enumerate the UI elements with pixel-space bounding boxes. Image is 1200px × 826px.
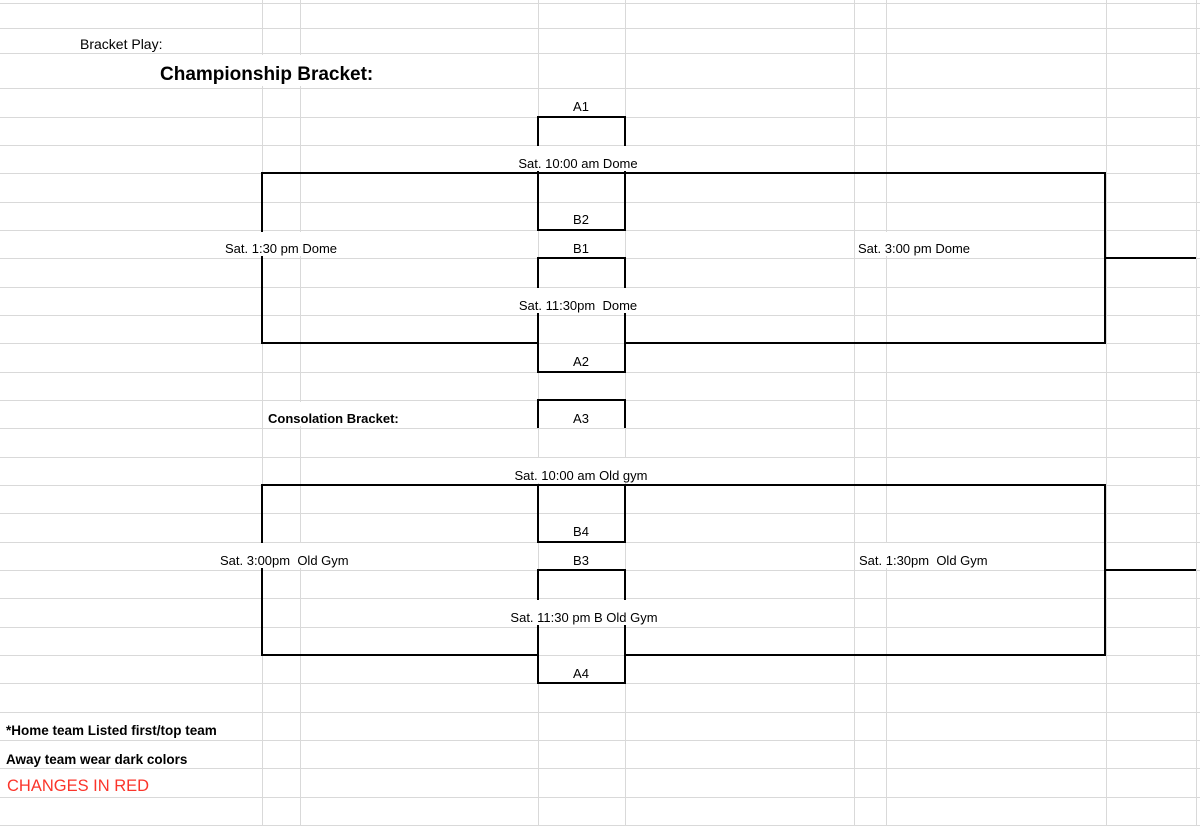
note-away-team[interactable]: Away team wear dark colors	[6, 752, 188, 767]
bracket-line-horizontal	[537, 399, 626, 401]
champ-right-game-time[interactable]: Sat. 3:00 pm Dome	[855, 232, 973, 256]
gridline-row	[0, 286, 1200, 288]
cons-right-game-time[interactable]: Sat. 1:30pm Old Gym	[856, 543, 991, 568]
cons-game1-bottom-seed[interactable]: B4	[573, 524, 589, 539]
gridline-row	[0, 88, 1200, 90]
gridline-row	[0, 655, 1200, 656]
champ-game1-bottom-seed[interactable]: B2	[573, 212, 589, 227]
gridline-row	[0, 201, 1200, 203]
bracket-line-horizontal	[537, 370, 626, 373]
cell-bracket-play-label[interactable]: Bracket Play:	[80, 36, 163, 52]
bracket-line-vertical	[624, 257, 626, 372]
bracket-line-horizontal	[537, 540, 626, 543]
bracket-line-horizontal	[537, 257, 626, 260]
gridline-column	[886, 0, 887, 826]
gridline-row	[0, 315, 1200, 316]
bracket-line-vertical	[261, 484, 263, 655]
cons-game1-time[interactable]: Sat. 10:00 am Old gym	[512, 458, 650, 483]
champ-game2-time[interactable]: Sat. 11:30pm Dome	[510, 288, 646, 313]
note-home-team[interactable]: *Home team Listed first/top team	[6, 723, 217, 738]
gridline-row	[0, 2, 1200, 4]
bracket-line-vertical	[624, 115, 626, 230]
champ-left-game-time[interactable]: Sat. 1:30 pm Dome	[222, 232, 340, 256]
gridline-row	[0, 428, 1200, 430]
bracket-line-vertical	[624, 484, 626, 542]
gridline-column	[262, 0, 263, 826]
gridline-row	[0, 796, 1200, 798]
champ-game2-bottom-seed[interactable]: A2	[573, 354, 589, 369]
bracket-line-vertical	[624, 569, 626, 684]
gridline-row	[0, 145, 1200, 146]
bracket-line-horizontal	[261, 484, 1106, 486]
champ-game1-top-seed[interactable]: A1	[573, 99, 589, 114]
bracket-line-vertical	[537, 399, 539, 429]
gridline-row	[0, 626, 1200, 628]
note-changes-in-red[interactable]: CHANGES IN RED	[7, 777, 150, 795]
gridline-row	[0, 343, 1200, 345]
cons-game2-top-seed[interactable]: B3	[573, 553, 589, 568]
bracket-line-horizontal	[624, 654, 1106, 656]
gridline-column	[1196, 0, 1197, 826]
bracket-line-vertical	[537, 257, 539, 372]
bracket-line-horizontal	[537, 682, 626, 685]
bracket-line-horizontal	[537, 115, 626, 118]
gridline-row	[0, 598, 1200, 600]
cons-game2-time[interactable]: Sat. 11:30 pm B Old Gym	[504, 600, 664, 625]
cell-consolation-title[interactable]: Consolation Bracket:	[265, 402, 402, 426]
bracket-line-vertical	[1104, 484, 1106, 655]
gridline-row	[0, 456, 1200, 458]
gridline-row	[0, 768, 1200, 770]
bracket-line-vertical	[1104, 172, 1106, 344]
gridline-column	[854, 0, 855, 826]
bracket-line-horizontal	[537, 569, 626, 571]
bracket-line-horizontal	[1105, 569, 1196, 571]
gridline-row	[0, 513, 1200, 515]
champ-game2-top-seed[interactable]: B1	[573, 241, 589, 256]
gridline-row	[0, 711, 1200, 713]
bracket-line-horizontal	[261, 654, 539, 656]
gridline-row	[0, 28, 1200, 30]
bracket-line-horizontal	[261, 172, 1106, 175]
cons-game1-top-seed[interactable]: A3	[573, 411, 589, 426]
gridline-row	[0, 53, 1200, 55]
bracket-line-horizontal	[624, 342, 1106, 345]
bracket-line-horizontal	[261, 342, 539, 345]
bracket-line-vertical	[261, 172, 263, 344]
bracket-line-vertical	[537, 569, 539, 684]
champ-game1-time[interactable]: Sat. 10:00 am Dome	[512, 146, 644, 171]
bracket-line-horizontal	[1105, 257, 1196, 260]
bracket-line-horizontal	[537, 229, 626, 231]
bracket-line-vertical	[537, 115, 539, 230]
cons-left-game-time[interactable]: Sat. 3:00pm Old Gym	[217, 543, 352, 568]
gridline-column	[1106, 0, 1107, 826]
cons-game2-bottom-seed[interactable]: A4	[573, 666, 589, 681]
gridline-row	[0, 740, 1200, 741]
bracket-line-vertical	[624, 399, 626, 429]
bracket-line-vertical	[537, 484, 539, 542]
cell-championship-title[interactable]: Championship Bracket:	[156, 55, 378, 86]
